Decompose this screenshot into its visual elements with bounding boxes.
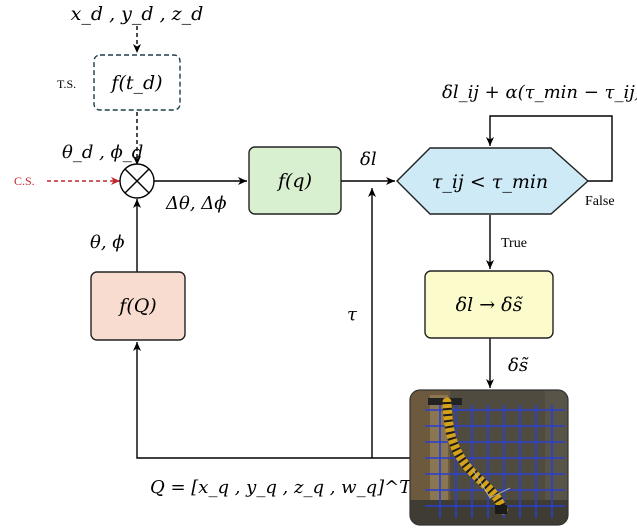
reference-angles-label: θ_d , ϕ_d [62,142,143,163]
update-rule-label: δl_ij + α(τ_min − τ_ij) [442,82,637,103]
false-label: False [585,194,615,209]
grid-frame [425,405,565,518]
target-position-label: x_d , y_d , z_d [71,3,204,25]
quaternion-label: Q = [x_q , y_q , z_q , w_q]^T [150,477,413,498]
sensor-block-label: f(Q) [117,295,156,317]
arrow-feedback-to-sensor [133,342,410,459]
measured-angles-label: θ, ϕ [90,232,125,253]
condition-hexagon [396,147,590,215]
ts-block [93,54,181,111]
mapping-block-label: δl → δs̃ [456,294,524,316]
ts-block-label: f(t_d) [109,72,162,94]
delta-l-label: δl [360,149,377,170]
arrow-update-loop [486,115,613,182]
sensor-block [90,271,186,341]
mapping-block [424,270,554,339]
robot-photo [409,389,569,526]
controller-block-label: f(q) [276,170,312,192]
true-label: True [501,236,527,251]
cs-label: C.S. [14,174,35,188]
controller-block [248,146,342,215]
delta-s-label: δs̃ [508,355,529,376]
tau-label: τ [347,304,358,325]
condition-label: τ_ij < τ_min [432,171,548,193]
ts-label: T.S. [57,77,76,91]
error-label: Δθ, Δϕ [165,193,227,214]
summing-junction [119,163,155,199]
